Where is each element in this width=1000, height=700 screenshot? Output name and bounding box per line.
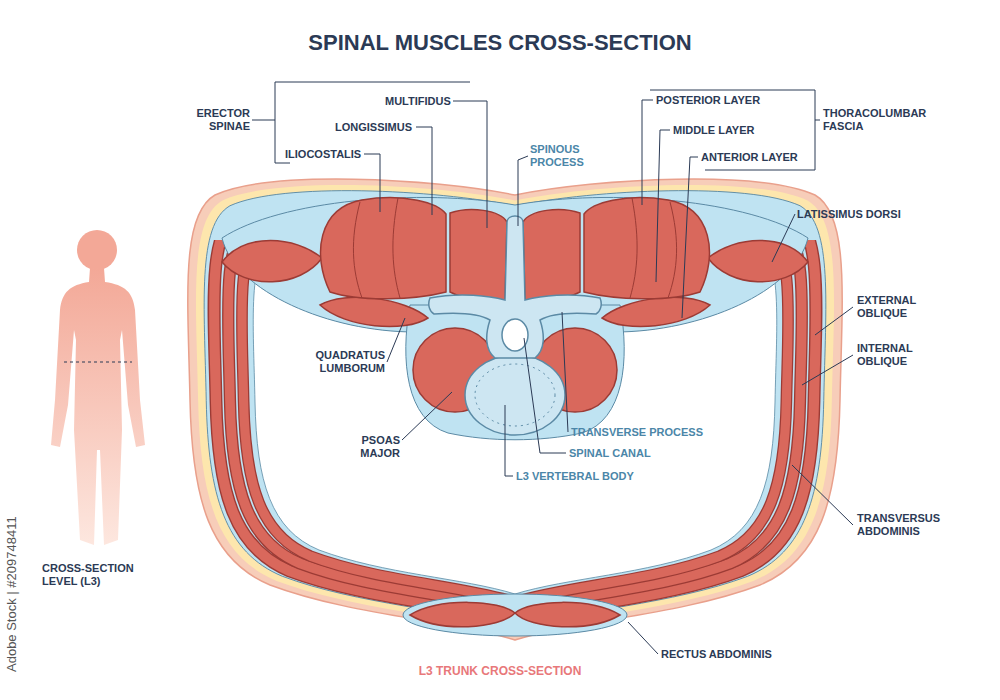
part-label: TRANSVERSUS ABDOMINIS <box>857 512 957 538</box>
watermark-text: Adobe Stock | #209748411 <box>4 516 19 672</box>
fascia-layer <box>204 191 826 629</box>
bone-texture <box>475 364 555 426</box>
part-label: SPINOUS PROCESS <box>530 143 600 169</box>
vertebral-arch <box>429 216 601 358</box>
leader-line <box>656 130 670 282</box>
leader-line <box>387 318 405 362</box>
part-label: LONGISSIMUS <box>335 121 412 134</box>
abdominal-wall-muscles <box>214 240 816 622</box>
part-label: POSTERIOR LAYER <box>656 94 760 107</box>
level-marker <box>64 362 132 363</box>
leader-line <box>416 127 432 215</box>
part-label: L3 VERTEBRAL BODY <box>516 470 634 483</box>
muscle-division <box>353 198 400 298</box>
part-label: MULTIFIDUS <box>385 95 451 108</box>
vertebral-body <box>465 355 565 435</box>
diagram-title: SPINAL MUSCLES CROSS-SECTION <box>0 30 1000 56</box>
external-oblique-outline <box>214 240 816 622</box>
right-rectus <box>515 602 620 626</box>
erector-muscle <box>321 198 446 299</box>
part-label: QUADRATUS LUMBORUM <box>303 349 385 375</box>
silhouette-head <box>77 230 117 270</box>
leader-line <box>562 312 568 432</box>
part-label: THORACOLUMBAR FASCIA <box>823 107 933 133</box>
part-label: TRANSVERSE PROCESS <box>571 426 703 439</box>
skin-layer <box>188 179 842 640</box>
part-label: LATISSIMUS DORSI <box>797 208 901 221</box>
body-silhouette <box>51 230 145 545</box>
leader-line <box>453 101 487 228</box>
rectus-muscle <box>410 602 515 626</box>
leader-line <box>364 154 380 212</box>
leader-line <box>524 338 566 453</box>
part-label: SPINAL CANAL <box>569 447 651 460</box>
leader-lines <box>252 82 853 654</box>
leader-line <box>792 465 853 525</box>
leader-line <box>402 392 452 440</box>
part-label: INTERNAL OBLIQUE <box>857 342 937 368</box>
quadratus-muscle <box>320 297 428 326</box>
external-oblique-muscle <box>214 240 816 622</box>
leader-line <box>505 405 513 476</box>
part-label: MIDDLE LAYER <box>673 124 755 137</box>
erector-bracket <box>252 82 470 163</box>
part-label: EXTERNAL OBLIQUE <box>857 294 937 320</box>
part-label: ILIOCOSTALIS <box>285 148 361 161</box>
left-rectus <box>410 602 515 626</box>
latissimus-muscle <box>222 241 322 282</box>
multifidus-muscle <box>450 210 507 301</box>
leader-line <box>772 214 795 262</box>
leader-line <box>642 100 653 205</box>
leader-line <box>815 307 853 335</box>
l3-vertebra <box>429 216 601 435</box>
leader-line <box>518 156 528 226</box>
fascia-bracket <box>650 90 820 170</box>
spinal-canal-hole <box>502 319 528 351</box>
part-label: PSOAS MAJOR <box>320 434 400 460</box>
leader-line <box>802 355 853 385</box>
rectus-sheath <box>403 594 627 636</box>
leader-line <box>682 157 698 318</box>
part-label: ANTERIOR LAYER <box>701 151 798 164</box>
part-label: RECTUS ABDOMINIS <box>661 648 772 661</box>
fat-layer <box>196 185 834 634</box>
diagram-caption: L3 TRUNK CROSS-SECTION <box>0 664 1000 678</box>
part-label: ERECTOR SPINAE <box>185 107 250 133</box>
silhouette-body <box>51 268 145 545</box>
part-label: CROSS-SECTION LEVEL (L3) <box>42 562 152 588</box>
leader-line <box>628 622 658 654</box>
